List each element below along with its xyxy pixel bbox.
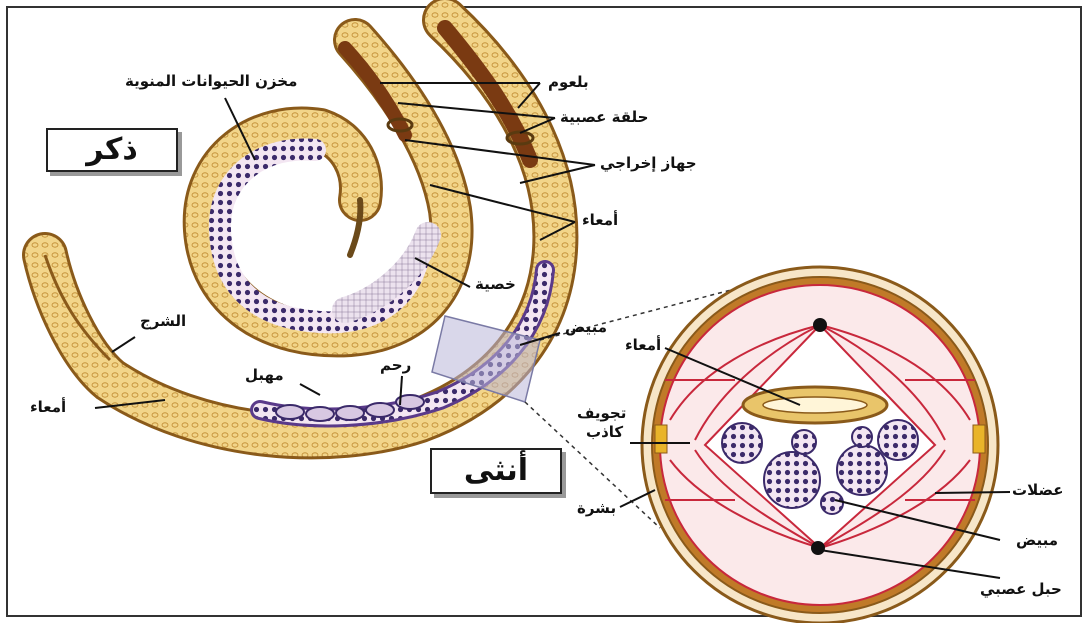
label-pseudocoel-1: تجويف xyxy=(577,404,626,422)
label-muscles: عضلات xyxy=(1012,481,1064,499)
label-cuticle: بشرة xyxy=(577,499,616,517)
label-pharynx: بلعوم xyxy=(548,73,589,91)
label-pseudocoel-2: كاذب xyxy=(586,423,623,441)
label-vagina: مهبل xyxy=(245,366,284,384)
label-ovary-section: مبيض xyxy=(1016,531,1058,549)
label-intestine-top: أمعاء xyxy=(582,211,618,229)
label-intestine-section: أمعاء xyxy=(625,336,661,354)
label-uterus: رحم xyxy=(380,356,411,374)
female-title: أنثى xyxy=(464,453,528,488)
male-title-box: ذكر xyxy=(46,128,178,172)
male-title: ذكر xyxy=(86,132,138,167)
label-excretory-system: جهاز إخراجي xyxy=(600,154,697,172)
label-testis: خصية xyxy=(475,275,516,293)
label-nerve-cord: حبل عصبي xyxy=(980,580,1062,598)
female-title-box: أنثى xyxy=(430,448,562,494)
label-intestine-left: أمعاء xyxy=(30,398,66,416)
ventral-nerve-cord xyxy=(811,541,825,555)
label-nerve-ring: حلقة عصبية xyxy=(560,108,648,126)
label-anus: الشرج xyxy=(140,312,186,330)
label-seminal-vesicle: مخزن الحيوانات المنوية xyxy=(125,72,297,90)
label-ovary-top: مبيض xyxy=(565,318,607,336)
dorsal-nerve-cord xyxy=(813,318,827,332)
